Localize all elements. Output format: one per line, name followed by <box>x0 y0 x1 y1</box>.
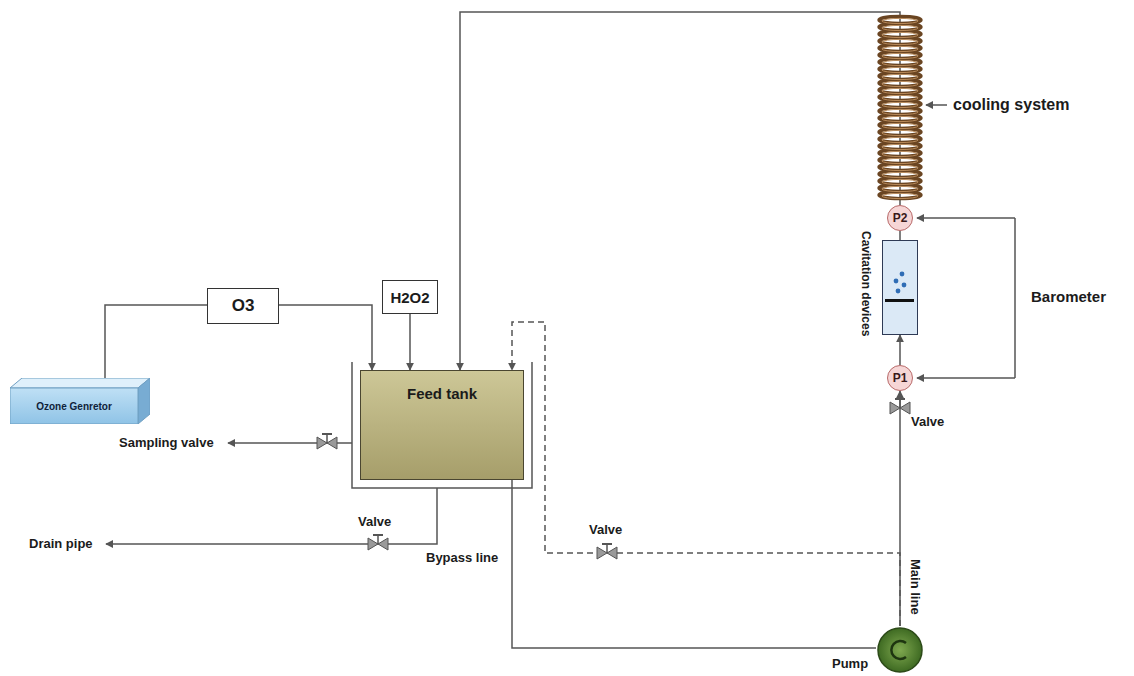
label-box: O3 <box>207 288 279 324</box>
pump-casing <box>878 628 922 672</box>
node-text: P2 <box>893 211 908 225</box>
coil-highlight <box>882 151 918 156</box>
pipe-line <box>512 480 876 648</box>
coil-highlight <box>882 46 918 51</box>
node-text: P1 <box>893 371 908 385</box>
orifice-plate <box>885 299 914 302</box>
barometer-bracket <box>917 377 1015 379</box>
bypass-valve <box>597 544 617 559</box>
pipe-line <box>460 12 900 370</box>
coil-highlight <box>882 60 918 65</box>
bubble <box>894 279 899 284</box>
coil-highlight <box>882 32 918 37</box>
coil-highlight <box>882 102 918 107</box>
line-label: Main line <box>908 558 923 616</box>
drain-valve <box>368 535 388 550</box>
node-text: Pump <box>832 656 868 671</box>
barometer-bracket <box>917 217 1015 219</box>
line-label: Bypass line <box>425 550 499 565</box>
coil-highlight <box>882 158 918 163</box>
pump: Pump <box>876 626 924 674</box>
coil-highlight <box>882 39 918 44</box>
coil-highlight <box>882 144 918 149</box>
pipe-line <box>899 335 901 365</box>
coil-winding <box>879 191 921 198</box>
pressure-gauge: P2 <box>887 205 913 231</box>
line-label: Sampling valve <box>118 435 215 450</box>
coil-highlight <box>882 25 918 30</box>
barometer-bracket <box>1014 218 1016 378</box>
coil-highlight <box>882 179 918 184</box>
cooling-coil <box>879 16 921 198</box>
drain-line <box>106 488 437 544</box>
node-text: Ozone Genretor <box>36 401 112 412</box>
pump-impeller <box>891 641 906 659</box>
coil-highlight <box>882 123 918 128</box>
coil-highlight <box>882 116 918 121</box>
coil-highlight <box>882 193 918 198</box>
cavitation-device: Cavitation devices <box>882 240 918 335</box>
bubble <box>896 289 901 294</box>
node-text: Cavitation devices <box>859 231 873 336</box>
line-label: Drain pipe <box>28 536 94 551</box>
leader-line <box>926 104 947 106</box>
tank-jacket <box>352 362 532 488</box>
coil-highlight <box>882 53 918 58</box>
coil-highlight <box>882 109 918 114</box>
node-text: Feed tank <box>407 385 477 402</box>
node-text: H2O2 <box>390 289 429 306</box>
coil-highlight <box>882 95 918 100</box>
cavitation-internals <box>883 241 916 333</box>
coil-highlight <box>882 81 918 86</box>
pressure-gauge: P1 <box>887 365 913 391</box>
valve-label: Valve <box>357 514 392 529</box>
node-text: O3 <box>232 296 255 316</box>
generator-side <box>138 378 150 424</box>
coil-highlight <box>882 88 918 93</box>
instrument-label: Barometer <box>1030 288 1107 305</box>
coil-highlight <box>882 130 918 135</box>
coil-highlight <box>882 137 918 142</box>
pump-icon <box>876 626 924 674</box>
main-valve <box>890 399 910 414</box>
bubble <box>902 283 907 288</box>
coil-highlight <box>882 74 918 79</box>
valve-label: Valve <box>910 414 945 429</box>
bypass-pipe <box>512 322 900 626</box>
ozone-generator: Ozone Genretor <box>10 378 150 424</box>
label-box: H2O2 <box>382 280 438 314</box>
sampling-valve <box>317 434 337 449</box>
pipe-line <box>899 231 901 240</box>
generator-top <box>10 378 150 388</box>
pipe-line <box>409 314 411 370</box>
coil-highlight <box>882 186 918 191</box>
coil-highlight <box>882 172 918 177</box>
component-label: cooling system <box>952 96 1070 114</box>
feed-tank: Feed tank <box>360 370 524 480</box>
bubble <box>900 272 905 277</box>
coil-highlight <box>882 18 918 23</box>
coil-highlight <box>882 67 918 72</box>
coil-highlight <box>882 165 918 170</box>
generator-front <box>10 388 138 424</box>
valve-label: Valve <box>588 522 623 537</box>
